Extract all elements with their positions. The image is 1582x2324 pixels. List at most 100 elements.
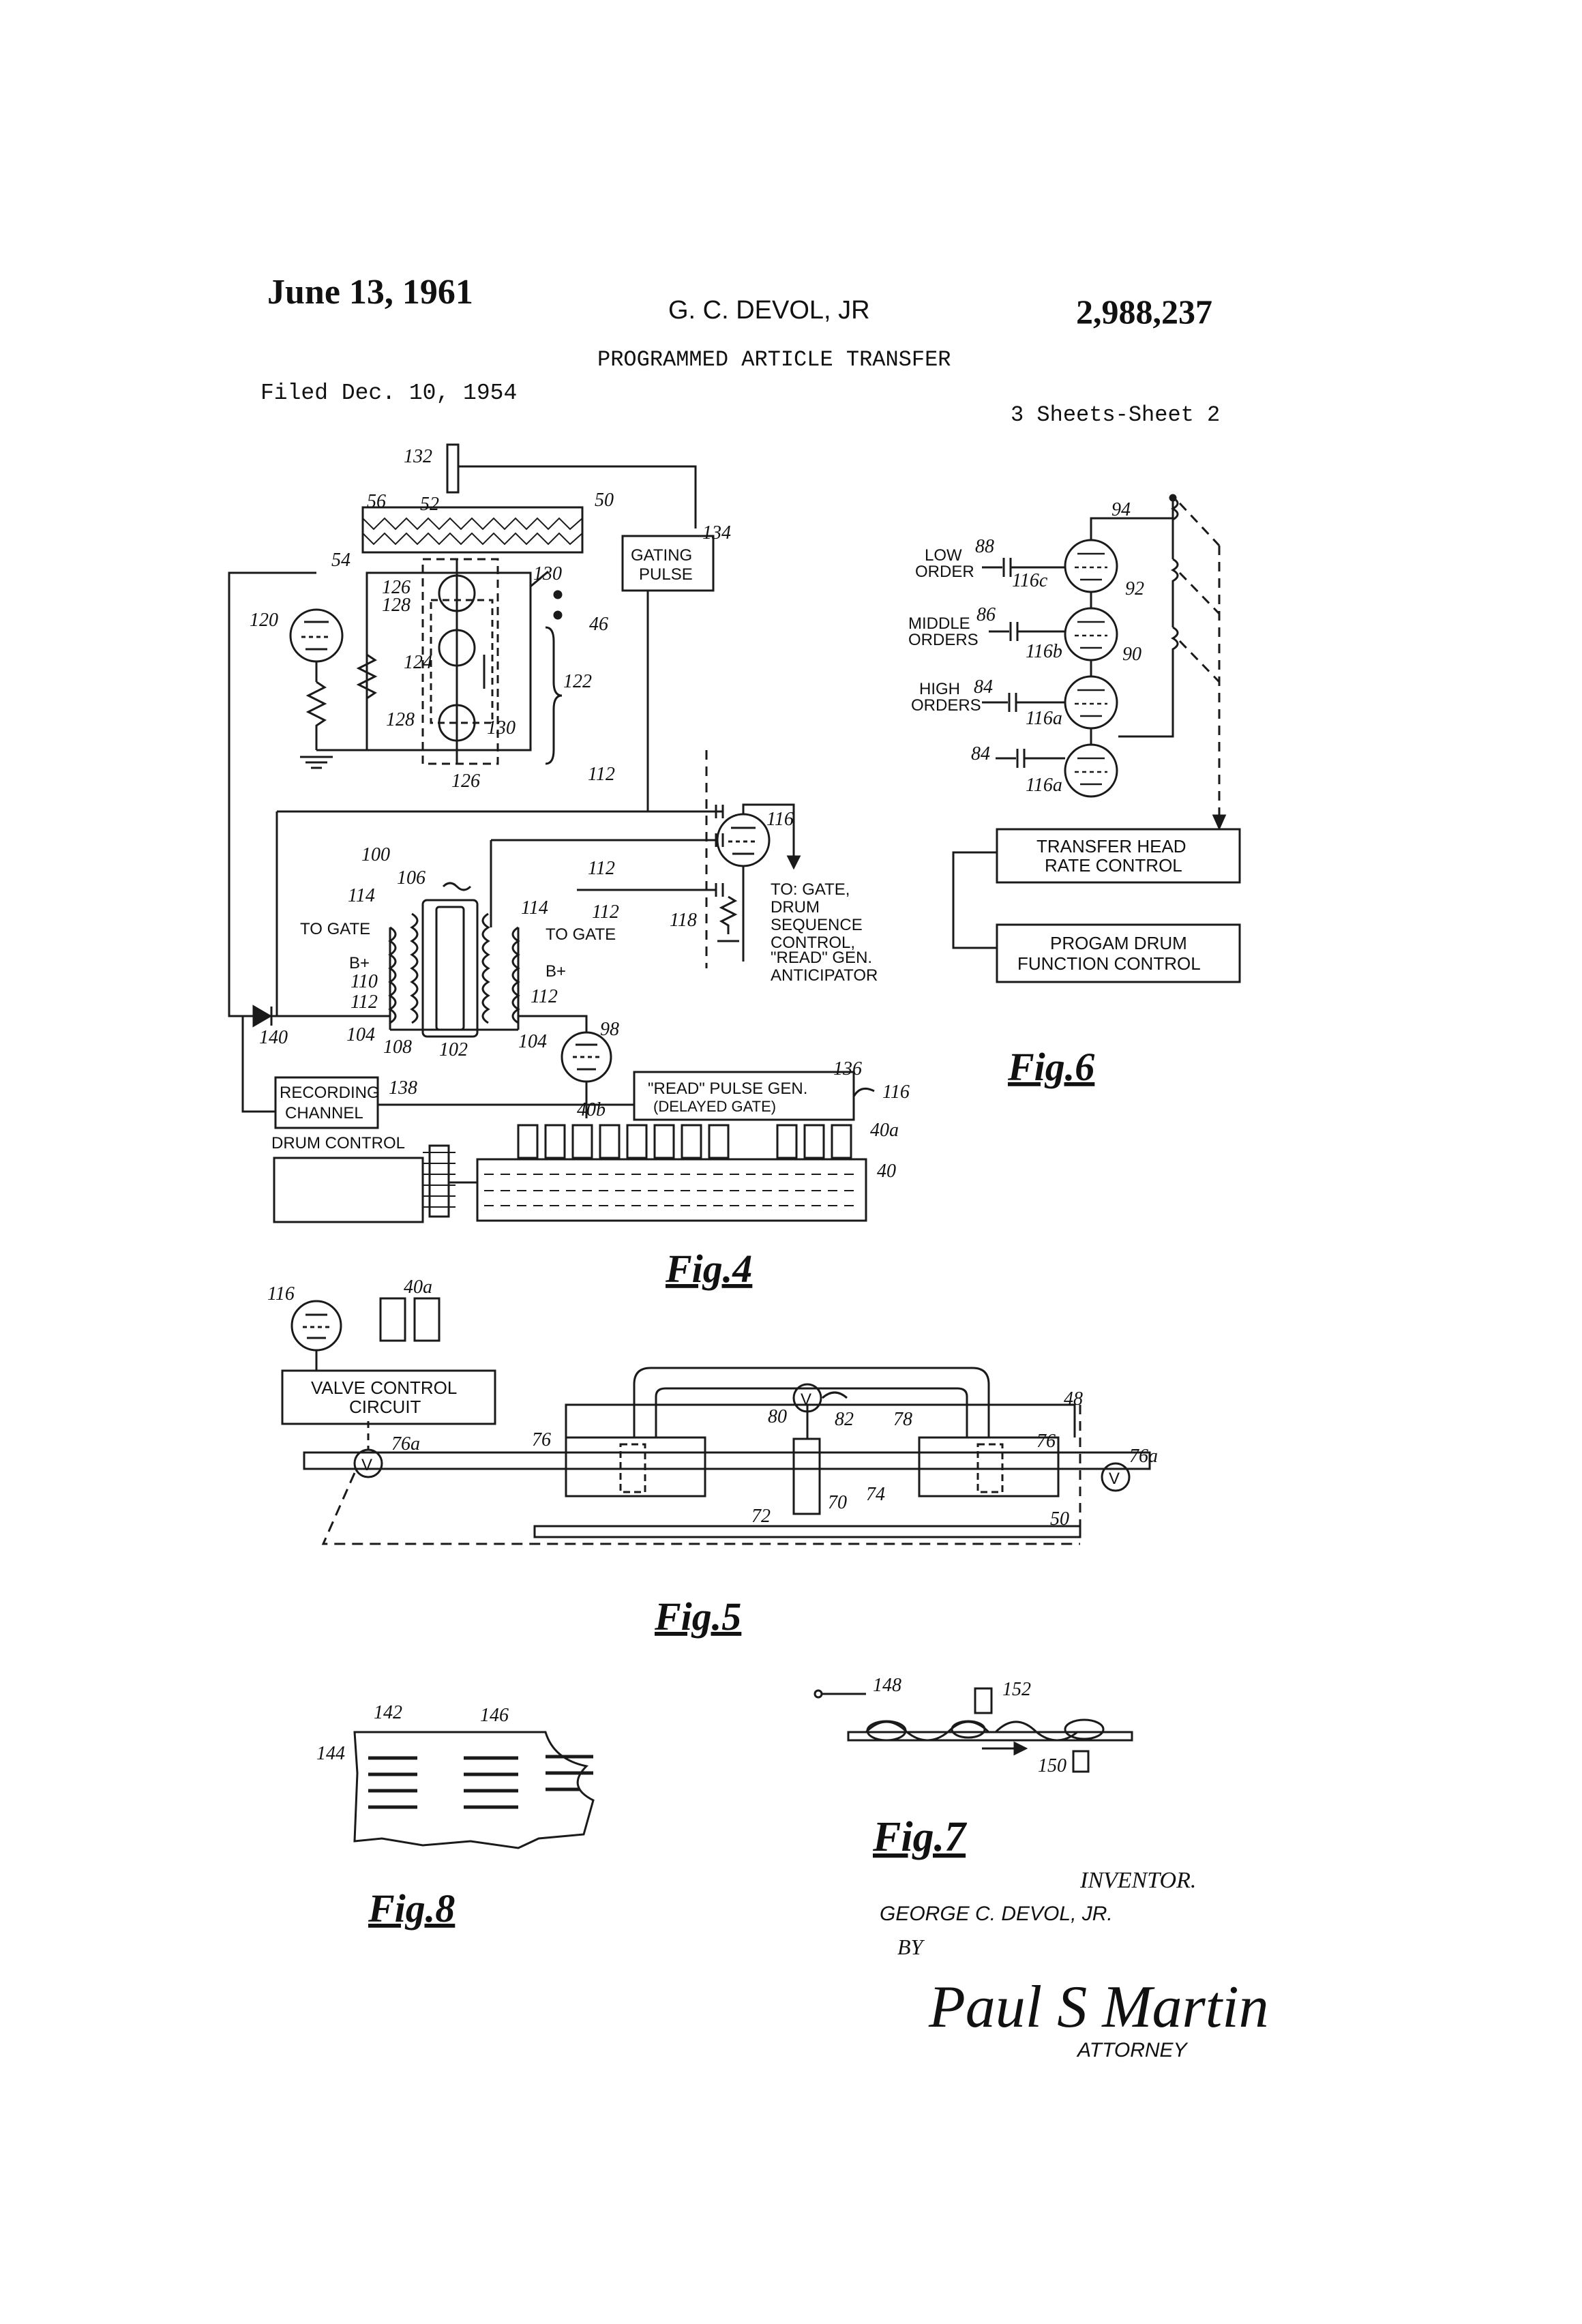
- to-gate-left: TO GATE: [300, 920, 370, 938]
- tube-116b: [1065, 608, 1117, 660]
- sheet-header: June 13, 1961 G. C. DEVOL, JR 2,988,237 …: [260, 273, 1220, 428]
- ref-148: 148: [873, 1675, 901, 1696]
- valve-head-1: [380, 1298, 405, 1341]
- drum-heads: [518, 1125, 851, 1158]
- figure-6: [953, 495, 1240, 982]
- figure-8: [355, 1732, 593, 1848]
- ref-86: 86: [976, 604, 996, 625]
- sheet-count: 3 Sheets-Sheet 2: [1011, 402, 1220, 428]
- ref-116a-2: 116a: [1026, 775, 1062, 796]
- program-drum-label-2: FUNCTION CONTROL: [1017, 953, 1201, 974]
- figure-4-labels: GATING PULSE RECORDING CHANNEL DRUM CONT…: [250, 446, 910, 1291]
- recording-channel-label-1: RECORDING: [280, 1084, 380, 1102]
- ref-70: 70: [828, 1492, 847, 1513]
- card-slots: [368, 1757, 593, 1807]
- figure-6-labels: LOW ORDER MIDDLE ORDERS HIGH ORDERS TRAN…: [908, 499, 1201, 1089]
- record-hatching: [363, 518, 582, 544]
- ref-128-bottom: 128: [386, 709, 415, 730]
- ref-130-top: 130: [533, 563, 562, 584]
- transfer-head-label-2: RATE CONTROL: [1045, 855, 1182, 876]
- middle-orders-label-2: ORDERS: [908, 631, 979, 649]
- fig4-caption: Fig.4: [665, 1247, 752, 1291]
- gating-pulse-label-1: GATING: [631, 546, 692, 565]
- ref-50: 50: [595, 490, 614, 511]
- piston-70: [794, 1439, 820, 1514]
- ref-120: 120: [250, 610, 278, 631]
- middle-orders-label-1: MIDDLE: [908, 614, 970, 633]
- ref-90: 90: [1122, 644, 1141, 665]
- ref-102: 102: [439, 1039, 468, 1060]
- tube-116: [717, 814, 769, 866]
- ref-104-left: 104: [346, 1024, 375, 1045]
- read-pulse-label-1: "READ" PULSE GEN.: [648, 1079, 807, 1098]
- fig8-caption: Fig.8: [368, 1886, 455, 1931]
- ref-76-left: 76: [532, 1429, 551, 1450]
- ref-112-e: 112: [531, 986, 558, 1007]
- filing-date: Filed Dec. 10, 1954: [260, 381, 517, 406]
- ref-40a: 40a: [870, 1120, 899, 1141]
- ref-116: 116: [766, 809, 794, 830]
- bplus-left: B+: [349, 954, 370, 972]
- ref-76a-right: 76a: [1129, 1446, 1158, 1467]
- transformer-100: [412, 883, 488, 1037]
- conveyor-50: [535, 1526, 1080, 1537]
- outputs-line-5: "READ" GEN.: [771, 949, 872, 967]
- ref-146: 146: [480, 1705, 509, 1726]
- bplus-right: B+: [546, 962, 566, 981]
- drum-control-label: DRUM CONTROL: [271, 1134, 405, 1152]
- left-bus: [229, 573, 316, 1016]
- figure-5-labels: VALVE CONTROL CIRCUIT V V V 116 40a 76a …: [267, 1277, 1158, 1639]
- drum-control-box: [274, 1158, 423, 1222]
- outputs-line-6: ANTICIPATOR: [771, 966, 878, 985]
- ref-82: 82: [835, 1409, 854, 1430]
- ref-152: 152: [1002, 1679, 1031, 1700]
- ref-112-d: 112: [350, 992, 378, 1013]
- figure-8-labels: 142 144 146 Fig.8: [316, 1702, 509, 1931]
- ref-112-a: 112: [588, 764, 615, 785]
- ref-52: 52: [420, 494, 439, 515]
- gating-pulse-label-2: PULSE: [639, 565, 693, 584]
- relay-90: [1173, 627, 1178, 661]
- drum-gear: [430, 1146, 449, 1217]
- ref-80: 80: [768, 1406, 787, 1427]
- ref-110: 110: [350, 971, 378, 992]
- valve-head-2: [415, 1298, 439, 1341]
- low-order-label-2: ORDER: [915, 563, 974, 581]
- diode-140: [254, 1007, 270, 1026]
- recording-channel-label-2: CHANNEL: [285, 1104, 363, 1122]
- ref-142: 142: [374, 1702, 402, 1723]
- resistor-120: [308, 682, 325, 750]
- program-drum-label-1: PROGAM DRUM: [1050, 933, 1187, 953]
- ref-56: 56: [367, 491, 386, 512]
- cylinder-left: [566, 1437, 705, 1496]
- head-152: [975, 1688, 991, 1713]
- valve-80-symbol: V: [801, 1390, 811, 1409]
- ref-116-fig5: 116: [267, 1283, 295, 1305]
- tube-116a-2: [1065, 745, 1117, 796]
- bracket-122: [546, 627, 562, 764]
- ref-116b: 116b: [1026, 641, 1062, 662]
- fig5-caption: Fig.5: [654, 1594, 741, 1639]
- ref-92: 92: [1125, 578, 1144, 599]
- head-150: [1073, 1751, 1088, 1772]
- valve-left-symbol: V: [361, 1456, 372, 1474]
- ref-150: 150: [1038, 1755, 1066, 1776]
- to-gate-right: TO GATE: [546, 925, 616, 944]
- outputs-line-2: DRUM: [771, 898, 820, 917]
- ref-144: 144: [316, 1743, 345, 1764]
- resistor-118: [721, 897, 735, 934]
- patent-date: June 13, 1961: [267, 273, 473, 312]
- ref-128-top: 128: [382, 595, 411, 616]
- outputs-line-1: TO: GATE,: [771, 880, 850, 899]
- ref-114-right: 114: [521, 897, 548, 919]
- ref-118: 118: [670, 910, 697, 931]
- transfer-head-label-1: TRANSFER HEAD: [1036, 836, 1186, 856]
- high-orders-label-2: ORDERS: [911, 696, 981, 715]
- ref-88: 88: [975, 536, 994, 557]
- relay-92: [1173, 559, 1178, 593]
- ref-140-diode: 140: [259, 1027, 288, 1048]
- read-pulse-label-2: (DELAYED GATE): [653, 1098, 776, 1115]
- ref-94: 94: [1111, 499, 1131, 520]
- fig6-caption: Fig.6: [1007, 1045, 1094, 1089]
